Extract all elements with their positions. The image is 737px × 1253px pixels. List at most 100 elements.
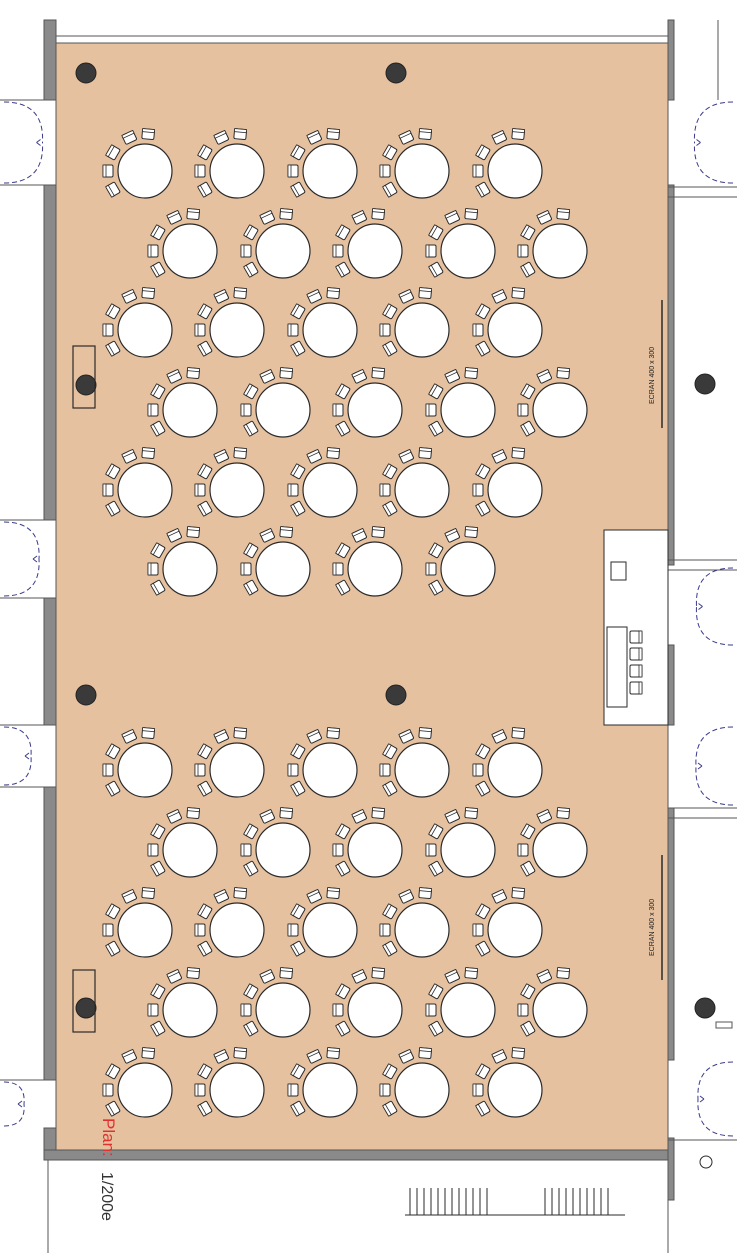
chair-icon (475, 780, 491, 797)
chair-icon (335, 579, 351, 596)
round-table (532, 223, 588, 279)
chair-icon (105, 1063, 121, 1080)
chair-icon (326, 287, 341, 299)
pillar-circle (75, 62, 97, 84)
chair-icon (536, 209, 552, 225)
chair-icon (147, 403, 159, 417)
chair-icon (475, 144, 491, 161)
chair-icon (240, 562, 252, 576)
chair-icon (491, 129, 507, 145)
chair-icon (105, 940, 121, 957)
round-table (440, 822, 496, 878)
floor-area (55, 41, 669, 1151)
chair-icon (150, 224, 166, 241)
round-table-with-chairs (332, 807, 403, 878)
round-table-with-chairs (102, 1047, 173, 1118)
round-table (302, 902, 358, 958)
chair-icon (259, 368, 275, 384)
chair-icon (425, 244, 437, 258)
chair-icon (186, 526, 201, 538)
door-swing-arc (693, 101, 734, 143)
wall-left-segment (43, 786, 57, 1081)
chair-icon (243, 420, 259, 437)
chair-icon (150, 1020, 166, 1037)
stairs-icon (405, 1188, 625, 1216)
round-table-with-chairs (332, 367, 403, 438)
chair-icon (382, 940, 398, 957)
chair-icon (511, 447, 526, 459)
round-table-with-chairs (379, 128, 450, 199)
round-table-with-chairs (425, 208, 496, 279)
chair-icon (418, 287, 433, 299)
door-icon (3, 521, 40, 597)
chair-icon (418, 1047, 433, 1059)
round-table-with-chairs (287, 887, 358, 958)
round-table (440, 223, 496, 279)
round-table (162, 822, 218, 878)
chair-icon (472, 323, 484, 337)
chair-icon (520, 383, 536, 400)
chair-icon (233, 727, 248, 739)
chair-icon (141, 128, 156, 140)
chair-icon (102, 483, 114, 497)
round-table (117, 902, 173, 958)
chair-icon (197, 903, 213, 920)
chair-icon (290, 1100, 306, 1117)
door-swing-arc (3, 101, 44, 143)
wall-right-segment (667, 1137, 675, 1201)
chair-icon (105, 181, 121, 198)
round-table (209, 1062, 265, 1118)
chair-icon (379, 1083, 391, 1097)
chair-icon (475, 340, 491, 357)
door-mark (17, 1100, 23, 1105)
chair-icon (240, 1003, 252, 1017)
wall-notch (715, 1021, 733, 1029)
round-table-with-chairs (102, 887, 173, 958)
chair-icon (102, 1083, 114, 1097)
round-table (302, 462, 358, 518)
door-mark (696, 142, 701, 146)
round-table (394, 902, 450, 958)
round-table-with-chairs (517, 807, 588, 878)
chair-icon (382, 743, 398, 760)
chair-icon (213, 888, 229, 904)
chair-icon (382, 1063, 398, 1080)
chair-icon (475, 303, 491, 320)
chair-icon (398, 288, 414, 304)
round-table-with-chairs (147, 367, 218, 438)
round-table (162, 382, 218, 438)
chair-icon (556, 807, 571, 819)
chair-icon (105, 903, 121, 920)
pillar-frame (72, 345, 96, 409)
chair-icon (243, 860, 259, 877)
chair-icon (520, 983, 536, 1000)
chair-icon (371, 967, 386, 979)
round-table (209, 143, 265, 199)
chair-icon (428, 579, 444, 596)
chair-icon (290, 303, 306, 320)
round-table-with-chairs (287, 727, 358, 798)
chair-icon (141, 287, 156, 299)
chair-icon (233, 128, 248, 140)
chair-icon (194, 323, 206, 337)
chair-icon (351, 527, 367, 543)
door-mark (17, 1103, 23, 1108)
chair-icon (197, 780, 213, 797)
round-table (302, 1062, 358, 1118)
chair-icon (382, 463, 398, 480)
chair-icon (491, 888, 507, 904)
door-swing-arc (3, 726, 32, 757)
chair-icon (287, 164, 299, 178)
chair-icon (197, 1100, 213, 1117)
chair-icon (425, 562, 437, 576)
chair-icon (371, 367, 386, 379)
chair-icon (464, 807, 479, 819)
chair-icon (382, 903, 398, 920)
chair-icon (371, 208, 386, 220)
chair-icon (290, 743, 306, 760)
round-table (440, 541, 496, 597)
round-table-with-chairs (194, 727, 265, 798)
round-table (487, 302, 543, 358)
round-table-with-chairs (147, 967, 218, 1038)
chair-icon (240, 843, 252, 857)
